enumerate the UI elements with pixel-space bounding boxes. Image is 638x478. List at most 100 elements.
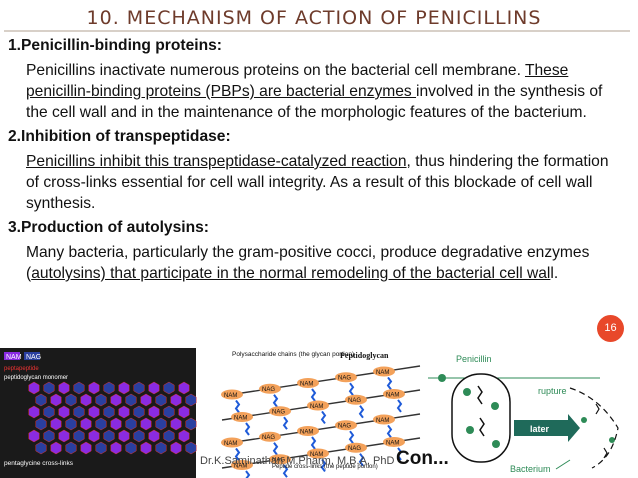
sugar-bead [383,388,405,399]
figure-right: Penicillin rupture later Bacterium [428,354,619,474]
slide-body: 1.Penicillin-binding proteins: Penicillin… [8,32,623,284]
underlined-text: These penicillin-binding proteins (PBPs)… [26,62,569,100]
sugar-label: NAM [386,440,399,446]
hexagon-unit [58,381,70,395]
sugar-label: NAG [338,376,351,382]
section-heading: 3.Production of autolysins: [8,219,209,236]
section-paragraph: Many bacteria, particularly the gram-pos… [8,242,623,284]
hexagon-unit [148,405,160,419]
hexagon-unit [148,429,160,443]
hexagon-unit [155,417,167,431]
section-paragraph: Penicillins inactivate numerous proteins… [8,60,623,123]
sugar-label: NAG [348,398,361,404]
sugar-bead [231,411,253,422]
hexagon-unit [110,441,122,455]
hexagon-unit [58,429,70,443]
sugar-bead [231,459,253,470]
later-arrow [514,414,580,442]
hexagon-unit [80,417,92,431]
hexagon-unit [118,429,130,443]
hexagon-unit [80,441,92,455]
bacterium-cell [451,373,511,463]
hexagon-unit [110,417,122,431]
hexagon-unit [140,441,152,455]
later-label: later [530,424,550,434]
underlined-text: Penicillins inhibit this transpeptidase-… [26,153,407,170]
sugar-bead [335,372,357,383]
hexagon-unit [50,417,62,431]
hexagon-unit [28,429,40,443]
hexagon-unit [103,429,115,443]
sugar-label: NAM [224,441,237,447]
peptide-cross-label: Peptide cross-links (the peptide portion… [272,464,378,470]
hexagon-unit [58,405,70,419]
hexagon-unit [155,441,167,455]
hexagon-unit [43,429,55,443]
sugar-label: NAG [262,435,275,441]
hexagon-unit [88,405,100,419]
sugar-label: NAM [310,452,323,458]
hexagon-unit [185,441,197,455]
hexagon-unit [73,381,85,395]
paragraph-text: involved in the synthesis of the cell wa… [26,83,603,121]
section-heading: 2.Inhibition of transpeptidase: [8,128,231,145]
hexagon-unit [163,381,175,395]
paragraph-text: Many bacteria, particularly the gram-pos… [26,244,590,282]
slide-title: 10. MECHANISM OF ACTION OF PENICILLINS [86,7,542,29]
sugar-bead [373,414,395,425]
hexagon-unit [125,441,137,455]
hexagon-unit [50,393,62,407]
hexagon-lattice [28,381,197,455]
sugar-label: NAM [310,404,323,410]
sugar-bead [307,448,329,459]
hexagon-unit [140,417,152,431]
sugar-label: NAM [300,429,313,435]
figure-left: NAM NAG peptapeptide peptidoglycan monom… [0,348,197,478]
hexagon-unit [125,417,137,431]
hexagon-unit [43,381,55,395]
hexagon-unit [73,405,85,419]
hexagon-unit [125,393,137,407]
rupture-label: rupture [538,386,567,396]
legend-nam-label: NAM [6,354,22,361]
paragraph-text: l. [550,265,559,282]
hexagon-unit [50,441,62,455]
hexagon-unit [103,381,115,395]
penicillin-label: Penicillin [456,354,492,364]
hexagon-unit [133,429,145,443]
hexagon-unit [95,417,107,431]
section-paragraph: Penicillins inhibit this transpeptidase-… [8,151,623,214]
hexagon-unit [35,393,47,407]
sugar-label: NAM [300,381,313,387]
hexagon-unit [118,381,130,395]
sugar-label: NAM [376,370,389,376]
sugar-label: NAG [272,410,285,416]
polysaccharide-label: Polysaccharide chains (the glycan portio… [232,351,354,358]
hexagon-unit [170,417,182,431]
hexagon-unit [163,429,175,443]
hexagon-unit [65,417,77,431]
hexagon-unit [103,405,115,419]
sugar-bead [373,366,395,377]
hexagon-unit [178,405,190,419]
hexagon-unit [73,429,85,443]
sugar-bead [307,400,329,411]
sugar-bead [345,442,367,453]
sugar-bead [259,383,281,394]
hexagon-unit [88,429,100,443]
sugar-label: NAG [338,424,351,430]
sugar-label: NAM [376,418,389,424]
peptidoglycan-label: Peptidoglycan [340,351,389,360]
sugar-label: NAM [386,392,399,398]
legend-nag-swatch [24,352,40,360]
hexagon-unit [88,381,100,395]
hexagon-unit [110,393,122,407]
hexagon-unit [185,417,197,431]
paragraph-text: , thus hindering the formation of cross-… [26,153,609,212]
sugar-label: NAM [234,463,247,469]
sugar-label: NAG [262,387,275,393]
sugar-label: NAM [224,393,237,399]
hexagon-unit [35,417,47,431]
section-heading: 1.Penicillin-binding proteins: [8,37,222,54]
